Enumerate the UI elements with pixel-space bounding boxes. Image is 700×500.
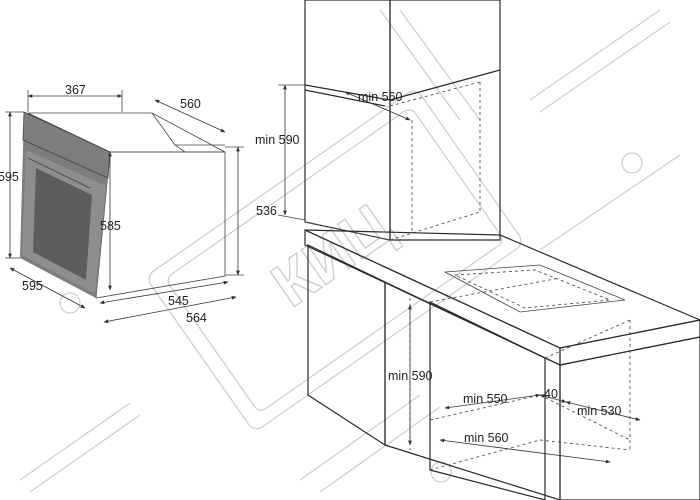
oven-body-height-label: 536 [256, 204, 277, 218]
oven-inner-height-label: 585 [100, 219, 121, 233]
column-cabinet [304, 0, 501, 241]
column-cutout-depth-label: min 560 [358, 90, 403, 104]
under-counter-back-gap-label: 40 [544, 387, 558, 401]
oven-height-label: 595 [0, 170, 19, 184]
under-counter-cutout-height-label: min 590 [388, 369, 433, 383]
oven-bottom-depth-label: 545 [168, 294, 189, 308]
oven-total-depth-label: 564 [186, 311, 207, 325]
oven-dimensions [5, 90, 244, 324]
under-counter-dimensions [408, 304, 641, 464]
under-counter-bottom-depth-label: min 560 [464, 431, 509, 445]
oven-width-label: 367 [65, 83, 86, 97]
column-cutout-height-label: min 590 [255, 133, 300, 147]
column-dimensions [277, 84, 411, 221]
oven-glass [33, 168, 92, 280]
under-counter-cutout-width-label: min 550 [463, 392, 508, 406]
oven-drawing [20, 111, 226, 299]
watermark-text: КИЦ [260, 191, 404, 321]
oven-front-width-label: 595 [22, 279, 43, 293]
oven-depth-label: 560 [180, 97, 201, 111]
under-counter-cutout-depth-label: min 530 [577, 404, 622, 418]
